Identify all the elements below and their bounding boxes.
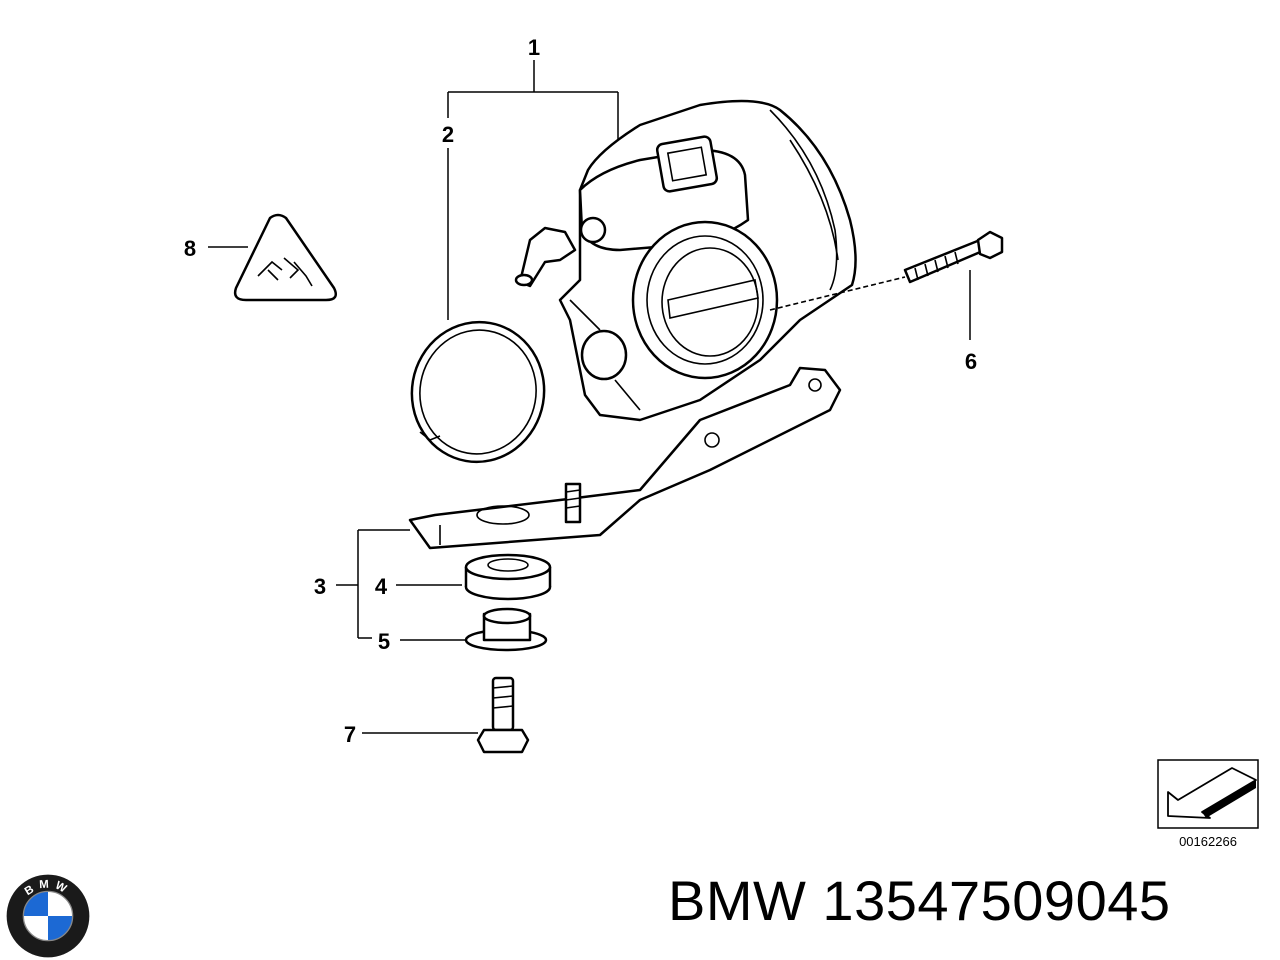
product-title: BMW 13547509045 (668, 868, 1171, 933)
callout-3-leader (336, 529, 410, 639)
warning-triangle-icon (208, 213, 337, 302)
diagram-ref-number: 00162266 (1179, 834, 1237, 849)
callout-7: 7 (344, 722, 356, 747)
callout-2: 2 (442, 122, 454, 147)
sleeve (400, 607, 548, 652)
callout-5: 5 (378, 629, 390, 654)
callout-8: 8 (184, 236, 196, 261)
bmw-logo: BMW (6, 874, 90, 958)
short-bolt (362, 676, 530, 754)
bracket (408, 366, 842, 550)
stud (564, 482, 582, 524)
callout-1-leader (448, 60, 619, 160)
diagram-reference-box: 00162266 (1157, 759, 1259, 849)
callout-4: 4 (375, 574, 388, 599)
callout-3: 3 (314, 574, 326, 599)
callout-6: 6 (965, 349, 977, 374)
brand-name: BMW (668, 869, 807, 932)
throttle-body (514, 99, 906, 422)
grommet (396, 553, 552, 601)
part-number: 13547509045 (822, 869, 1171, 932)
callout-1: 1 (528, 35, 540, 60)
gasket-ring (410, 320, 546, 464)
long-bolt (903, 230, 1004, 340)
